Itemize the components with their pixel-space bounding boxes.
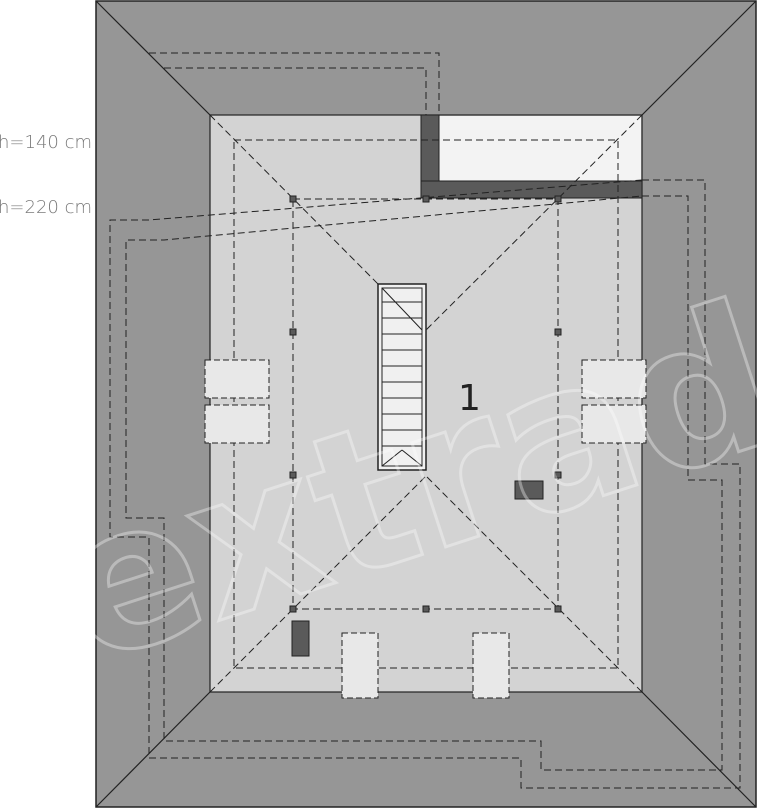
post	[554, 328, 562, 336]
post	[289, 471, 297, 479]
post	[422, 195, 430, 203]
post	[554, 195, 562, 203]
lower-floor-outline	[109, 52, 741, 789]
post	[554, 605, 562, 613]
staircase	[377, 283, 427, 471]
roof-window-bottom-1	[341, 632, 379, 699]
hip-projection-lines	[209, 114, 643, 693]
roof-window-left-2	[204, 404, 270, 444]
roof-window-bottom-2	[472, 632, 510, 699]
label-h220: h=220 cm	[0, 197, 92, 218]
roof-hip-lines	[95, 0, 757, 808]
post	[289, 605, 297, 613]
post	[422, 605, 430, 613]
post	[554, 471, 562, 479]
roof-window-right-2	[581, 404, 647, 444]
post	[289, 328, 297, 336]
zone-h140	[233, 139, 619, 669]
posts	[289, 195, 562, 613]
lower-floor-inner-outline	[125, 67, 723, 771]
post	[289, 195, 297, 203]
chimney-1	[514, 480, 544, 500]
label-h140: h=140 cm	[0, 132, 92, 153]
roof-window-left-1	[204, 359, 270, 399]
chimney-2	[291, 620, 310, 657]
roof-window-right-1	[581, 359, 647, 399]
room-number: 1	[458, 378, 481, 419]
stair-void	[426, 116, 641, 181]
